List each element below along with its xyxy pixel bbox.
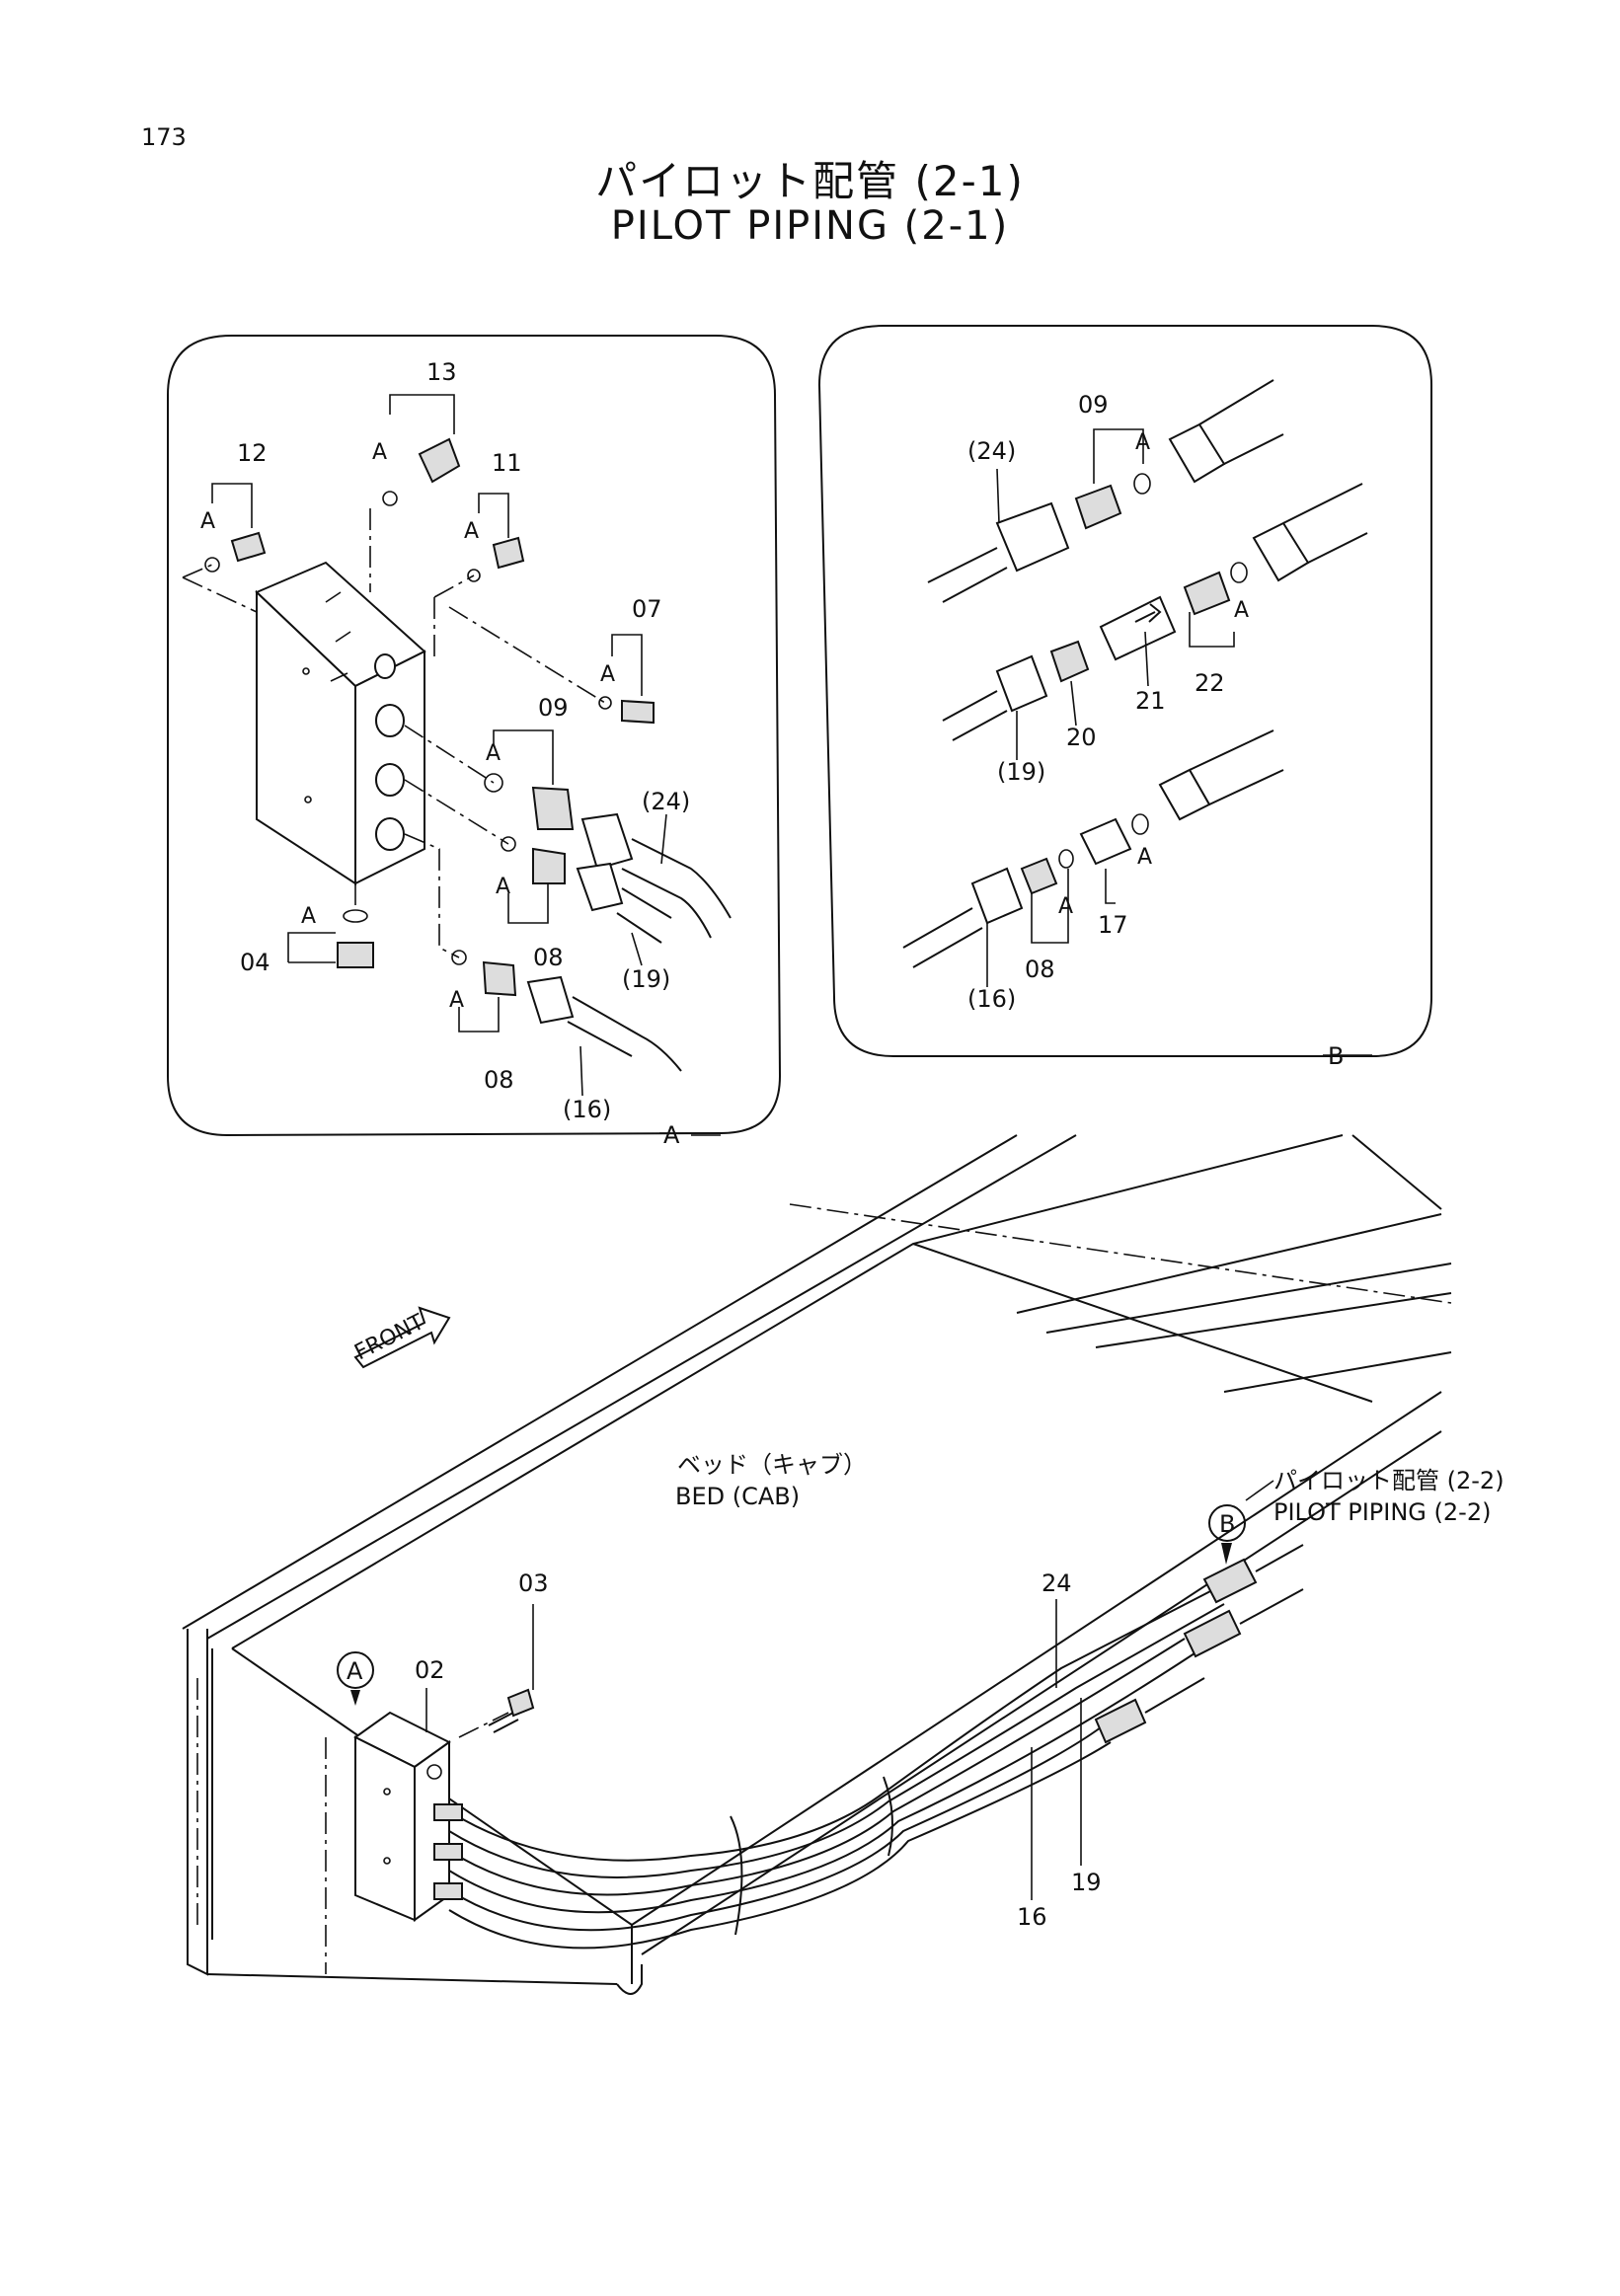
label-11: 11 bbox=[492, 449, 522, 477]
callout-a-letter: A bbox=[347, 1657, 363, 1685]
oring-mark-11: A bbox=[464, 519, 479, 544]
oring-mark-13: A bbox=[372, 440, 387, 465]
label-08-lower: 08 bbox=[484, 1066, 514, 1094]
bed-label-en: BED (CAB) bbox=[675, 1483, 800, 1510]
label-24-paren: (24) bbox=[642, 788, 690, 815]
valve-block bbox=[255, 561, 426, 885]
oring-mark-08-upper: A bbox=[496, 875, 510, 899]
detail-b-labels: 09 (24) 21 22 20 (19) 17 08 (16) A A A A bbox=[967, 391, 1249, 1013]
fitting-12 bbox=[182, 531, 267, 613]
label-b-16-paren: (16) bbox=[967, 985, 1016, 1013]
bolt-03 bbox=[458, 1604, 535, 1738]
label-13: 13 bbox=[426, 358, 457, 386]
callout-b-letter: B bbox=[1219, 1510, 1235, 1538]
label-b-08: 08 bbox=[1025, 956, 1055, 983]
label-09: 09 bbox=[538, 694, 569, 722]
oring-mark-b-09: A bbox=[1135, 430, 1150, 455]
label-b-20: 20 bbox=[1066, 724, 1097, 751]
label-b-19-paren: (19) bbox=[997, 758, 1045, 786]
title-japanese: パイロット配管 (2-1) bbox=[595, 157, 1025, 205]
label-b-21: 21 bbox=[1135, 687, 1166, 715]
page-number: 173 bbox=[141, 123, 187, 151]
main-view: FRONT A B ベッド（キャブ） BED (CAB) パイロット配管 (2-… bbox=[182, 1134, 1504, 1995]
valve-block-main bbox=[353, 1711, 451, 1922]
b-row-24 bbox=[927, 379, 1284, 603]
b-row-16 bbox=[902, 729, 1284, 968]
label-b-09: 09 bbox=[1078, 391, 1109, 419]
front-arrow: FRONT bbox=[350, 1306, 451, 1369]
oring-mark-b-22: A bbox=[1234, 598, 1249, 623]
oring-mark-b-08: A bbox=[1058, 894, 1073, 919]
detail-b-panel: B bbox=[817, 325, 1432, 1070]
label-b-22: 22 bbox=[1195, 669, 1225, 697]
label-b-24-paren: (24) bbox=[967, 437, 1016, 465]
detail-a-labels: 13 12 11 07 09 (24) (19) 08 08 (16) 04 A… bbox=[200, 358, 690, 1123]
label-main-03: 03 bbox=[518, 1569, 549, 1597]
callout-a: A bbox=[337, 1651, 374, 1706]
pilot-hoses bbox=[433, 1544, 1304, 1950]
plug-04 bbox=[337, 883, 374, 968]
label-08-upper: 08 bbox=[533, 944, 564, 971]
continuation-ja: パイロット配管 (2-2) bbox=[1273, 1467, 1504, 1494]
label-b-17: 17 bbox=[1098, 911, 1128, 939]
fitting-13 bbox=[369, 437, 461, 592]
fitting-08-a bbox=[404, 779, 672, 944]
oring-mark-04: A bbox=[301, 904, 316, 929]
label-04: 04 bbox=[240, 949, 270, 976]
fitting-08-b bbox=[404, 833, 682, 1072]
label-19-paren: (19) bbox=[622, 965, 670, 993]
label-16-paren: (16) bbox=[563, 1096, 611, 1123]
oring-mark-07: A bbox=[600, 662, 615, 687]
oring-mark-09: A bbox=[486, 741, 501, 766]
label-main-02: 02 bbox=[415, 1656, 445, 1684]
label-12: 12 bbox=[237, 439, 268, 467]
fitting-07 bbox=[448, 606, 655, 725]
detail-b-callout: B bbox=[1328, 1042, 1344, 1070]
bed-label-ja: ベッド（キャブ） bbox=[677, 1451, 867, 1479]
oring-mark-12: A bbox=[200, 509, 215, 534]
fitting-09-a bbox=[404, 725, 732, 939]
title-english: PILOT PIPING (2-1) bbox=[610, 203, 1010, 249]
main-view-labels: ベッド（キャブ） BED (CAB) パイロット配管 (2-2) PILOT P… bbox=[415, 1451, 1504, 1931]
label-main-16: 16 bbox=[1017, 1903, 1047, 1931]
label-main-24: 24 bbox=[1041, 1569, 1072, 1597]
detail-a-callout: A bbox=[663, 1121, 680, 1149]
label-07: 07 bbox=[632, 595, 662, 623]
b-row-19 bbox=[942, 483, 1368, 741]
oring-mark-08-lower: A bbox=[449, 988, 464, 1013]
continuation-en: PILOT PIPING (2-2) bbox=[1273, 1498, 1491, 1526]
detail-a-panel: A bbox=[167, 335, 782, 1149]
label-main-19: 19 bbox=[1071, 1869, 1102, 1896]
fitting-11 bbox=[433, 536, 525, 656]
oring-mark-b-17: A bbox=[1137, 845, 1152, 870]
callout-b: B bbox=[1208, 1480, 1274, 1565]
